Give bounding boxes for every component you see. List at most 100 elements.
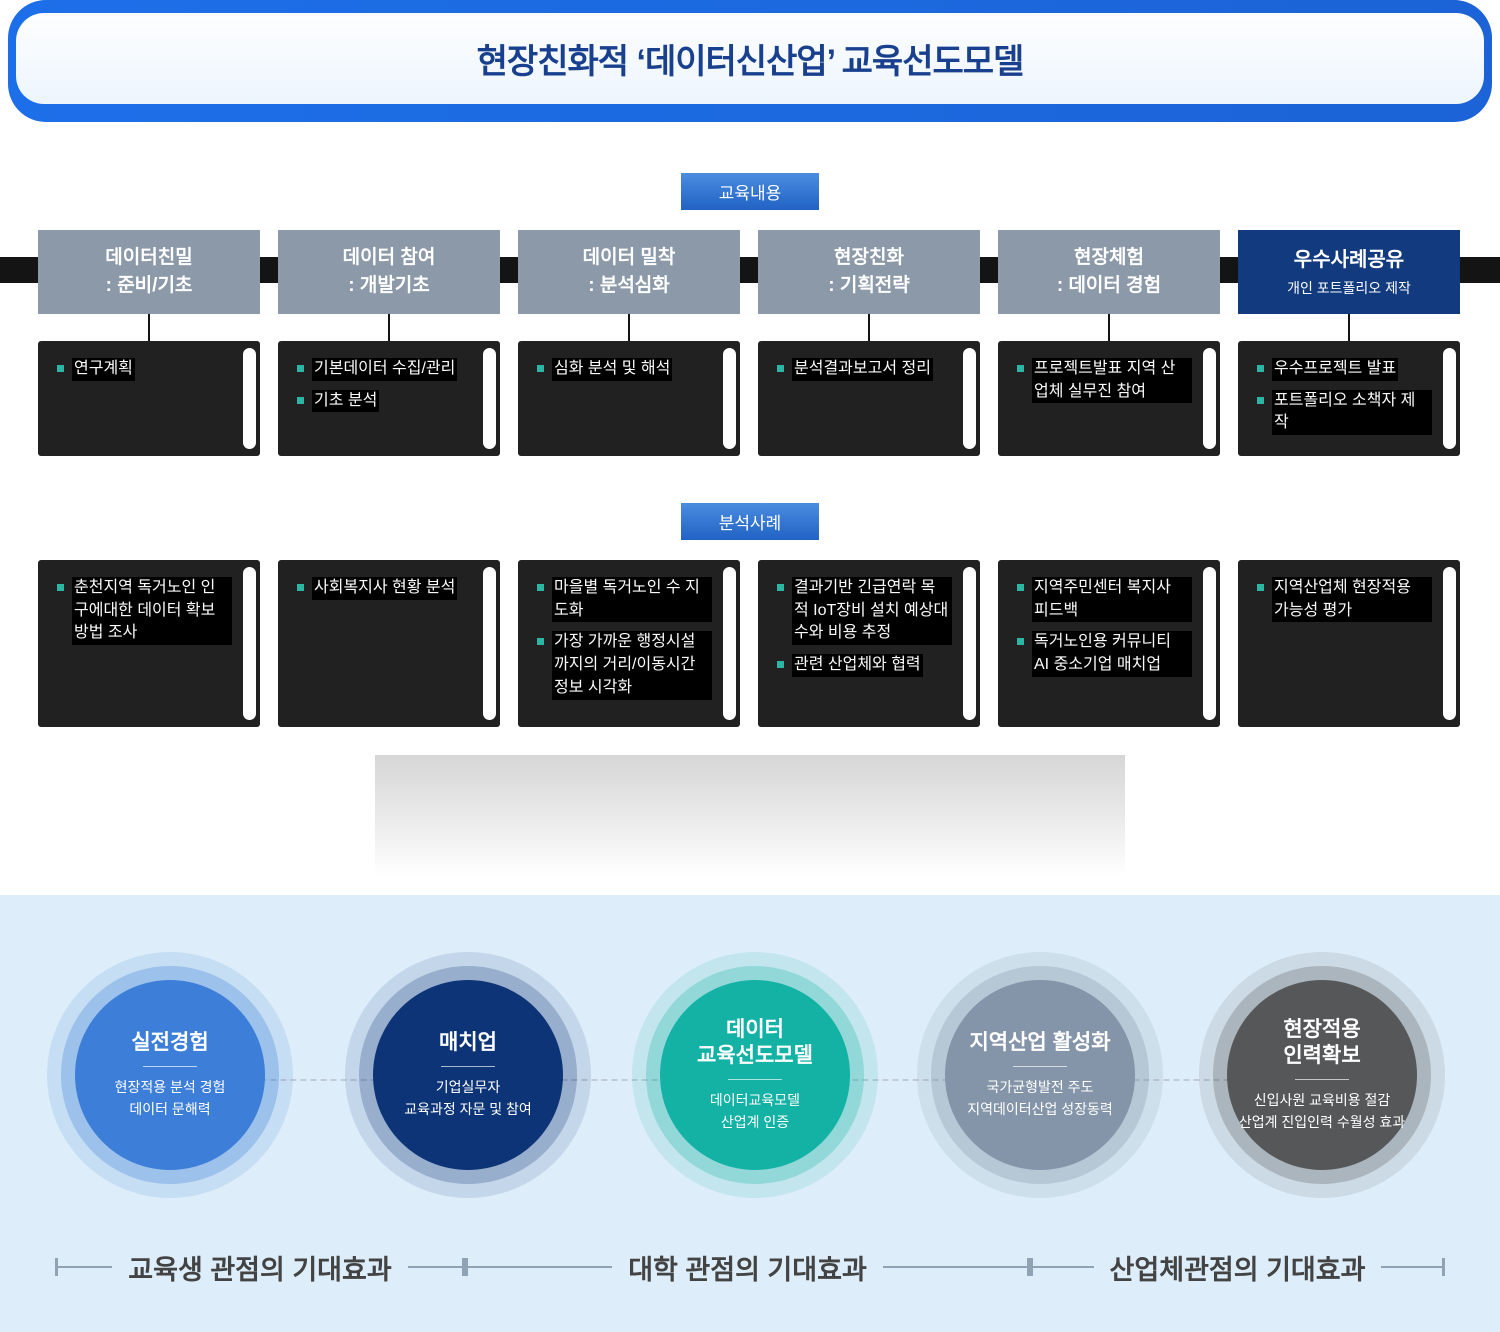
case-box-field-friendly: 결과기반 긴급연락 목적 IoT장비 설치 예상대수와 비용 추정 관련 산업체…	[758, 560, 980, 727]
bracket-tick	[1442, 1258, 1445, 1276]
list-item: 분석결과보고서 정리	[777, 358, 952, 381]
effect-circle-data-education-model: 데이터 교육선도모델 데이터교육모델 산업계 인증	[660, 980, 850, 1170]
circle-divider	[441, 1065, 495, 1067]
bracket-label: 산업체관점의 기대효과	[1109, 1254, 1366, 1285]
bracket-line	[1381, 1266, 1442, 1268]
case-list: 사회복지사 현황 분석	[278, 560, 500, 612]
page-title: 현장친화적 ‘데이터신산업’ 교육선도모델	[476, 43, 1025, 81]
column-header-title: 현장체험	[1074, 247, 1144, 269]
page-curl-decoration	[963, 567, 976, 720]
column-header-field-experience: 현장체험 : 데이터 경험	[998, 230, 1220, 314]
case-box-field-experience: 지역주민센터 복지사 피드백 독거노인용 커뮤니티 AI 중소기업 매치업	[998, 560, 1220, 727]
bullet-square-icon	[1017, 638, 1024, 646]
connector-line	[868, 314, 870, 342]
list-item: 사회복지사 현황 분석	[297, 577, 472, 600]
column-header-data-participation: 데이터 참여 : 개발기초	[278, 230, 500, 314]
case-box-best-practice: 지역산업체 현장적용 가능성 평가	[1238, 560, 1460, 727]
list-item-text: 지역산업체 현장적용 가능성 평가	[1272, 577, 1432, 623]
list-item-text: 포트폴리오 소책자 제작	[1272, 389, 1432, 436]
column-header-subtitle: 개인 포트폴리오 제작	[1287, 279, 1411, 296]
content-list: 기본데이터 수집/관리 기초 분석	[278, 341, 500, 424]
bullet-square-icon	[297, 365, 304, 372]
bracket-tick	[462, 1258, 465, 1276]
list-item: 프로젝트발표 지역 산업체 실무진 참여	[1017, 358, 1192, 404]
bracket-line	[1033, 1266, 1094, 1268]
bracket-label: 대학 관점의 기대효과	[628, 1254, 867, 1285]
content-list: 분석결과보고서 정리	[758, 341, 980, 393]
bullet-square-icon	[777, 584, 784, 591]
bullet-square-icon	[537, 584, 544, 591]
list-item: 지역주민센터 복지사 피드백	[1017, 577, 1192, 623]
list-item-text: 우수프로젝트 발표	[1272, 358, 1399, 381]
circle-body: 기업실무자 교육과정 자문 및 참여	[404, 1078, 532, 1117]
list-item-text: 기본데이터 수집/관리	[312, 358, 458, 381]
effect-circle-matchup: 매치업 기업실무자 교육과정 자문 및 참여	[373, 980, 563, 1170]
bullet-square-icon	[537, 365, 544, 372]
bracket-line	[468, 1266, 613, 1268]
content-list: 연구계획	[38, 341, 260, 393]
case-box-data-participation: 사회복지사 현황 분석	[278, 560, 500, 727]
circle-divider	[1295, 1079, 1349, 1081]
list-item-text: 사회복지사 현황 분석	[312, 577, 458, 600]
bracket-university-perspective: 대학 관점의 기대효과	[465, 1250, 1030, 1285]
circle-divider	[1013, 1065, 1067, 1067]
bullet-square-icon	[1017, 365, 1024, 372]
connector-line	[148, 314, 150, 342]
list-item: 기본데이터 수집/관리	[297, 358, 472, 381]
bullet-square-icon	[57, 365, 64, 372]
bracket-tick	[1027, 1258, 1030, 1276]
page-curl-decoration	[243, 567, 256, 720]
page-curl-decoration	[1443, 348, 1456, 449]
bullet-square-icon	[57, 584, 64, 591]
connector-line	[1348, 314, 1350, 342]
content-box-best-practice: 우수프로젝트 발표 포트폴리오 소책자 제작	[1238, 341, 1460, 456]
page-curl-decoration	[483, 567, 496, 720]
case-list: 춘천지역 독거노인 인구에대한 데이터 확보 방법 조사	[38, 560, 260, 657]
badge-education-label: 교육내용	[718, 184, 782, 203]
circle-divider	[143, 1065, 197, 1067]
connector-line	[1108, 314, 1110, 342]
bracket-industry-perspective: 산업체관점의 기대효과	[1030, 1250, 1445, 1285]
banner-inner-panel: 현장친화적 ‘데이터신산업’ 교육선도모델	[16, 13, 1484, 104]
list-item: 지역산업체 현장적용 가능성 평가	[1257, 577, 1432, 623]
effect-circle-regional-industry: 지역산업 활성화 국가균형발전 주도 지역데이터산업 성장동력	[945, 980, 1135, 1170]
page-curl-decoration	[723, 567, 736, 720]
column-header-title: 우수사례공유	[1293, 248, 1405, 271]
list-item-text: 연구계획	[72, 358, 135, 381]
circle-body: 신입사원 교육비용 절감 산업계 진입인력 수월성 효과	[1238, 1092, 1406, 1130]
bullet-square-icon	[297, 584, 304, 591]
bullet-square-icon	[777, 661, 784, 669]
list-item: 마을별 독거노인 수 지도화	[537, 577, 712, 623]
circle-title: 지역산업 활성화	[969, 1030, 1111, 1054]
bracket-students-perspective: 교육생 관점의 기대효과	[55, 1250, 465, 1285]
case-list: 마을별 독거노인 수 지도화 가장 가까운 행정시설까지의 거리/이동시간 정보…	[518, 560, 740, 712]
column-header-data-immersion: 데이터 밀착 : 분석심화	[518, 230, 740, 314]
list-item-text: 심화 분석 및 해석	[552, 358, 673, 381]
page-curl-decoration	[963, 348, 976, 449]
list-item-text: 기초 분석	[312, 389, 380, 413]
circle-body: 데이터교육모델 산업계 인증	[709, 1092, 801, 1130]
content-box-field-experience: 프로젝트발표 지역 산업체 실무진 참여	[998, 341, 1220, 456]
bracket-line	[882, 1266, 1027, 1268]
column-header-title: 데이터 참여	[342, 247, 436, 269]
bracket-tick	[55, 1258, 58, 1276]
column-header-field-friendly: 현장친화 : 기획전략	[758, 230, 980, 314]
section-badge-education: 교육내용	[681, 173, 819, 210]
content-list: 프로젝트발표 지역 산업체 실무진 참여	[998, 341, 1220, 415]
section-badge-cases: 분석사례	[681, 503, 819, 540]
bullet-square-icon	[537, 638, 544, 646]
content-list: 우수프로젝트 발표 포트폴리오 소책자 제작	[1238, 341, 1460, 447]
list-item: 연구계획	[57, 358, 232, 381]
bullet-square-icon	[1257, 584, 1264, 591]
effect-circle-workforce: 현장적용 인력확보 신입사원 교육비용 절감 산업계 진입인력 수월성 효과	[1227, 980, 1417, 1170]
list-item-text: 관련 산업체와 협력	[792, 654, 923, 677]
effect-circle-practical-experience: 실전경험 현장적용 분석 경험 데이터 문해력	[75, 980, 265, 1170]
circle-body: 현장적용 분석 경험 데이터 문해력	[114, 1078, 226, 1117]
case-list: 결과기반 긴급연락 목적 IoT장비 설치 예상대수와 비용 추정 관련 산업체…	[758, 560, 980, 689]
list-item-text: 분석결과보고서 정리	[792, 358, 933, 381]
connector-line	[628, 314, 630, 342]
circle-title: 데이터 교육선도모델	[697, 1017, 813, 1067]
case-list: 지역주민센터 복지사 피드백 독거노인용 커뮤니티 AI 중소기업 매치업	[998, 560, 1220, 689]
list-item-text: 결과기반 긴급연락 목적 IoT장비 설치 예상대수와 비용 추정	[792, 577, 952, 646]
